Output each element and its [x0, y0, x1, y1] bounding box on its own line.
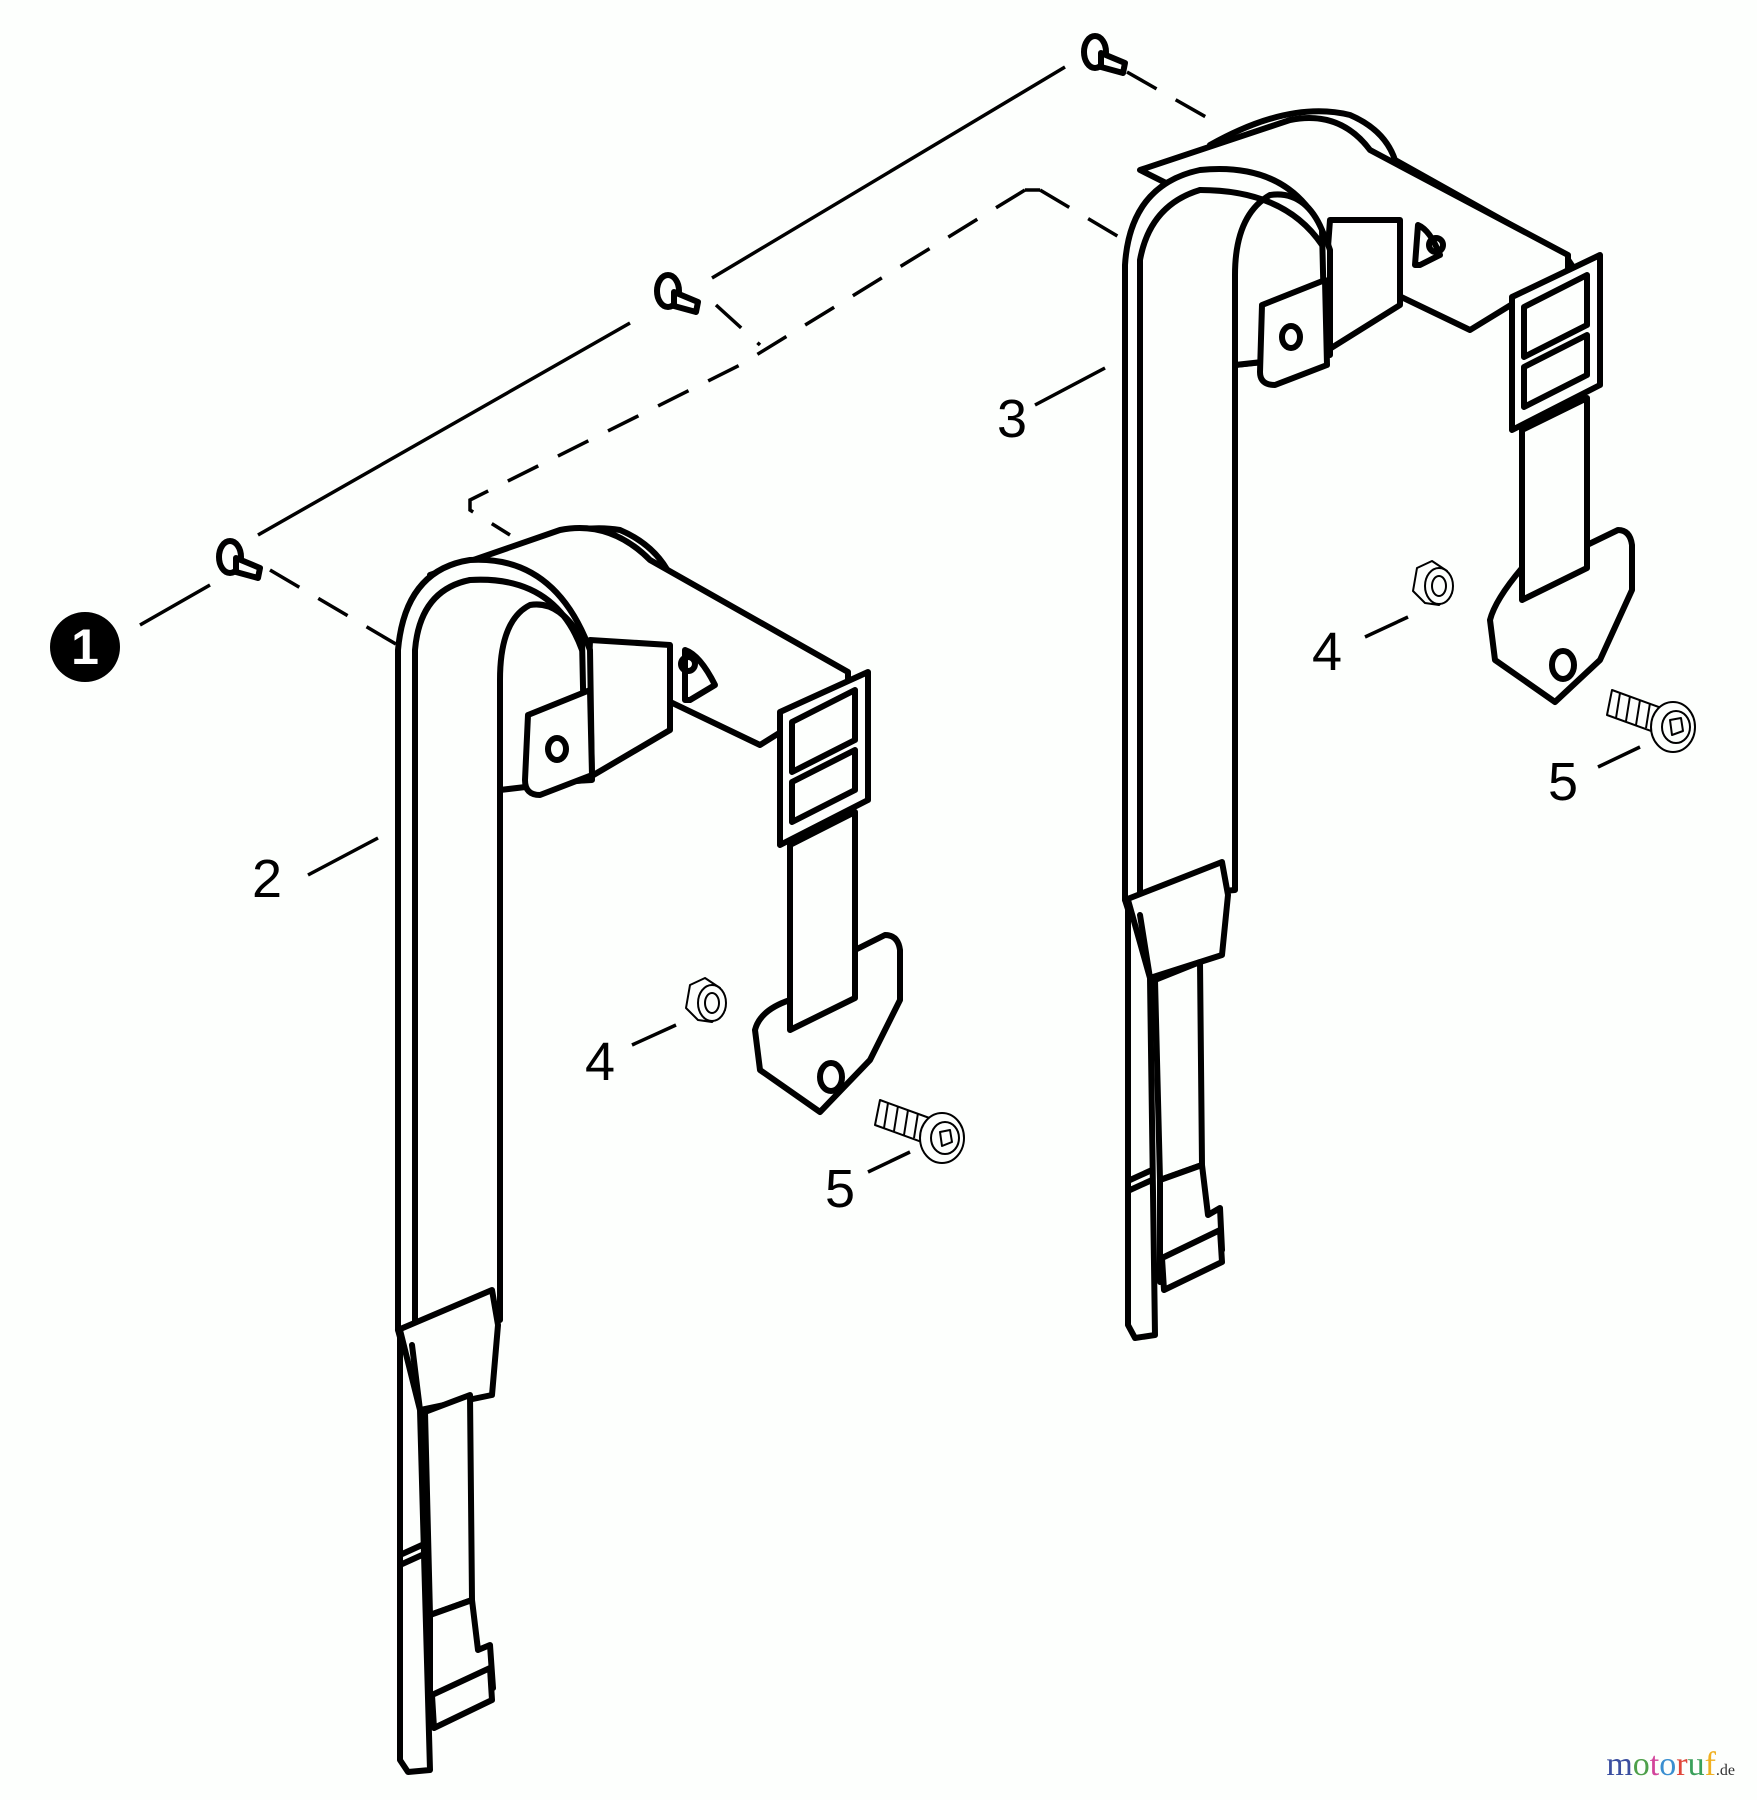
watermark-letter: f: [1704, 1746, 1716, 1783]
leader-lines: [307, 366, 1641, 1174]
watermark-suffix: .de: [1715, 1762, 1735, 1779]
watermark-letter: r: [1676, 1746, 1688, 1783]
watermark-letter: t: [1649, 1746, 1660, 1783]
watermark-logo: motoruf.de: [1606, 1746, 1735, 1784]
strap-left: [395, 525, 903, 1775]
callout-5-left: 5: [825, 1159, 856, 1219]
screw-icon-right: [1606, 689, 1696, 753]
watermark-letter: o: [1632, 1746, 1650, 1783]
callout-2: 2: [252, 849, 283, 909]
callout-4-left: 4: [585, 1032, 616, 1092]
callout-3: 3: [997, 389, 1028, 449]
watermark-letter: o: [1659, 1746, 1677, 1783]
rivet-icon-middle: [654, 272, 701, 315]
watermark-letter: u: [1687, 1746, 1705, 1783]
callout-4-right: 4: [1312, 622, 1343, 682]
callout-badge-1: 1: [50, 612, 120, 682]
strap-right: [1122, 108, 1635, 1341]
rivet-icon-top: [1081, 33, 1128, 76]
screw-icon-left: [874, 1099, 965, 1164]
nut-icon-right: [1412, 560, 1454, 606]
nut-icon-left: [685, 977, 727, 1023]
rivet-icon-left: [216, 538, 263, 581]
callout-5-right: 5: [1548, 752, 1579, 812]
watermark-letter: m: [1606, 1746, 1633, 1783]
